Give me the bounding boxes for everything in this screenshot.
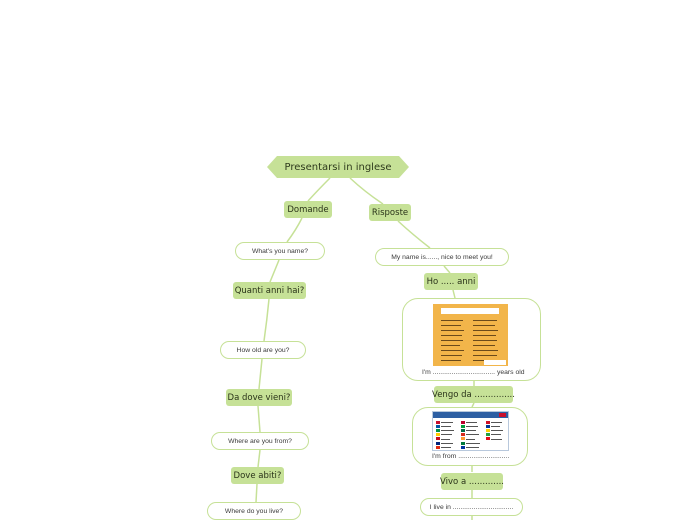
question-residence[interactable]: Where do you live? bbox=[207, 502, 301, 520]
label-vivo-a[interactable]: Vivo a ............. bbox=[440, 473, 504, 490]
question-origin[interactable]: Where are you from? bbox=[211, 432, 309, 450]
connector-l3-box3 bbox=[471, 402, 475, 408]
countries-column-3 bbox=[486, 420, 512, 441]
connector-q1-l2 bbox=[269, 259, 280, 283]
answer-age-caption: I'm ................................. ye… bbox=[422, 369, 525, 376]
answer-origin-caption: I'm from ........................... bbox=[432, 453, 510, 460]
numbers-chart-rows bbox=[441, 318, 499, 363]
numbers-chart-image bbox=[433, 304, 508, 366]
numbers-chart-header bbox=[441, 308, 499, 314]
connector-title-risposte bbox=[349, 177, 384, 205]
question-age[interactable]: How old are you? bbox=[220, 341, 306, 359]
connector-l4-q4 bbox=[255, 483, 258, 503]
central-topic-shape bbox=[267, 156, 409, 178]
central-topic-label: Presentarsi in inglese bbox=[284, 161, 392, 173]
numbers-chart-footer bbox=[484, 360, 506, 365]
uk-flag-icon bbox=[499, 413, 506, 417]
countries-column-2 bbox=[461, 420, 487, 449]
countries-column-1 bbox=[436, 420, 462, 449]
connector-title-domande bbox=[307, 177, 331, 202]
connector-risposte-a1 bbox=[397, 220, 431, 249]
label-ho-anni[interactable]: Ho ..... anni bbox=[424, 273, 478, 290]
central-topic[interactable]: Presentarsi in inglese bbox=[277, 156, 399, 178]
answer-name[interactable]: My name is......, nice to meet you! bbox=[375, 248, 509, 266]
label-quanti-anni[interactable]: Quanti anni hai? bbox=[233, 282, 306, 299]
connector-l2-box2 bbox=[452, 289, 456, 299]
question-name[interactable]: What's you name? bbox=[235, 242, 325, 260]
countries-chart-header bbox=[433, 412, 508, 418]
label-da-dove-vieni[interactable]: Da dove vieni? bbox=[226, 389, 292, 406]
connector-l2-q2 bbox=[263, 298, 270, 342]
connector-q3-l4 bbox=[257, 449, 261, 468]
connector-a1-l2 bbox=[443, 265, 451, 274]
connector-l3-q3 bbox=[257, 405, 261, 433]
branch-risposte[interactable]: Risposte bbox=[369, 204, 411, 221]
label-dove-abiti[interactable]: Dove abiti? bbox=[231, 467, 284, 484]
connector-q2-l3 bbox=[258, 358, 263, 390]
answer-residence[interactable]: I live in ..............................… bbox=[420, 498, 523, 516]
branch-domande[interactable]: Domande bbox=[284, 201, 332, 218]
connector-domande-q1 bbox=[286, 217, 303, 243]
label-vengo-da[interactable]: Vengo da ............... bbox=[432, 386, 515, 403]
countries-chart-image bbox=[432, 411, 509, 451]
